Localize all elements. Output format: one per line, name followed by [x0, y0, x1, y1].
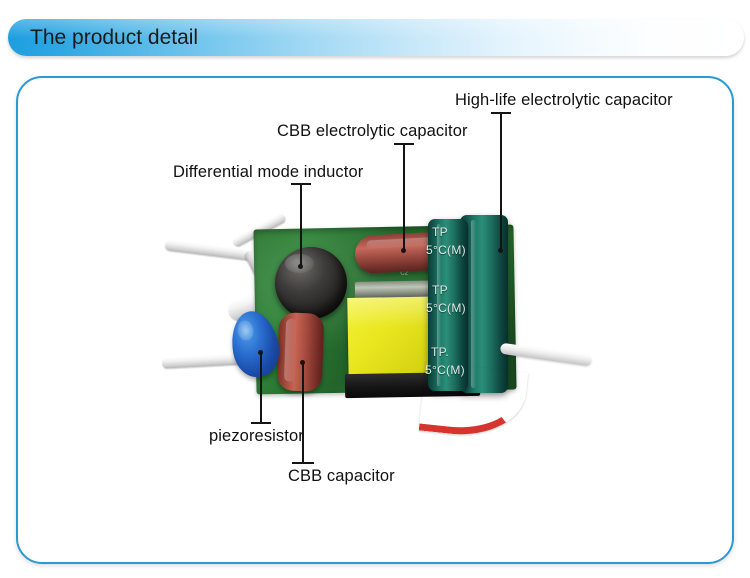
capacitor-marking-3-line1: TP. — [431, 345, 450, 359]
capacitor-marking-2-line1: TP — [432, 283, 448, 297]
page-title: The product detail — [30, 26, 199, 49]
electrolytic-capacitor-back — [428, 219, 468, 391]
capacitor-marking-1-line2: 5°C(M) — [426, 243, 466, 257]
leader-bar — [251, 422, 271, 424]
capacitor-marking-3-line2: 5°C(M) — [425, 363, 465, 377]
leader-endpoint — [401, 248, 406, 253]
callout-label-differential-mode-inductor: Differential mode inductor — [173, 163, 364, 181]
callout-label-piezoresistor: piezoresistor — [209, 427, 304, 445]
differential-mode-inductor — [275, 247, 347, 319]
leader-endpoint — [498, 248, 503, 253]
section-header-bar: The product detail — [8, 19, 744, 56]
leader-stem — [500, 112, 502, 252]
leader-stem — [300, 183, 302, 268]
callout-label-high-life-electrolytic-capacitor: High-life electrolytic capacitor — [455, 91, 673, 109]
leader-stem — [302, 362, 304, 464]
cbb-capacitor — [276, 312, 325, 392]
callout-label-cbb-electrolytic-capacitor: CBB electrolytic capacitor — [277, 122, 468, 140]
leader-stem — [260, 352, 262, 424]
capacitor-marking-2-line2: 5°C(M) — [426, 301, 466, 315]
callout-label-cbb-capacitor: CBB capacitor — [288, 467, 395, 485]
leader-stem — [403, 143, 405, 252]
leader-endpoint — [298, 264, 303, 269]
capacitor-marking-1-line1: TP — [432, 225, 448, 239]
leader-bar — [292, 462, 314, 464]
product-photo: C1 C2 R1 TP 5°C(M) TP 5°C(M) TP. 5°C(M) — [161, 205, 593, 442]
